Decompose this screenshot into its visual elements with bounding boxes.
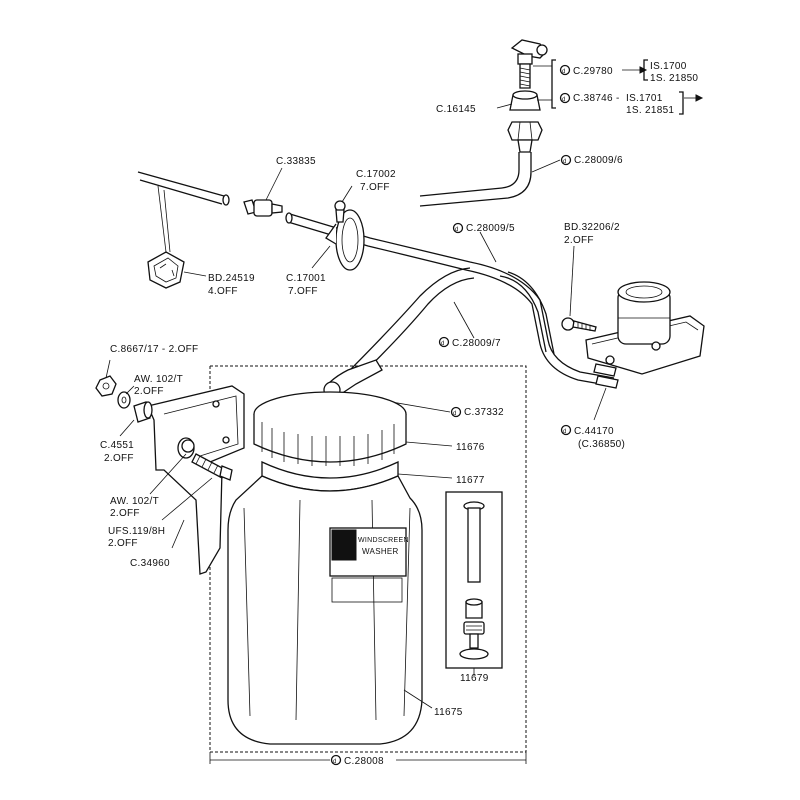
bolt-ufs119 (161, 453, 233, 521)
label-aw102-bottom-qty: 2.OFF (110, 508, 140, 519)
label-aw102-top: AW. 102/T (134, 374, 183, 385)
tube-c28009-5 (285, 212, 615, 387)
washer-aw102-upper (117, 385, 135, 409)
connector-c33835 (243, 167, 283, 217)
callout-c38746: d C.38746 - (559, 92, 620, 104)
label-c17001-qty: 7.OFF (288, 286, 318, 297)
nut-c8667 (95, 359, 117, 397)
svg-text:d: d (562, 97, 566, 103)
label-bd32206: BD.32206/2 (564, 222, 620, 233)
tube-left-end (137, 171, 230, 253)
screw-c17002 (334, 185, 353, 223)
clip-c17001 (311, 209, 365, 271)
callout-c28009-5: d C.28009/5 (452, 222, 515, 263)
label-c4551: C.4551 (100, 440, 134, 451)
label-c28009-7: C.28009/7 (452, 338, 501, 349)
tube-c28009-6 (419, 152, 532, 207)
label-is21851: 1S. 21851 (626, 105, 674, 116)
label-c28009-6: C.28009/6 (574, 155, 623, 166)
bottle-label-line2: WASHER (362, 547, 399, 556)
screw-bd32206 (561, 245, 597, 332)
callout-c28008: d C.28008 (209, 752, 527, 767)
label-bd32206-qty: 2.OFF (564, 235, 594, 246)
label-11679: 11679 (460, 673, 489, 684)
label-c38746: C.38746 - (573, 93, 620, 104)
label-is21850: 1S. 21850 (650, 73, 698, 84)
label-aw102-top-qty: 2.OFF (134, 386, 164, 397)
label-c17002-qty: 7.OFF (360, 182, 390, 193)
washer-pump-c44170 (585, 281, 705, 421)
callout-c28009-7: d C.28009/7 (438, 301, 501, 349)
svg-text:d: d (562, 69, 566, 75)
filter-11679 (445, 491, 503, 676)
bottle-11675: WINDSCREEN WASHER (227, 475, 433, 745)
label-c36850: (C.36850) (578, 439, 625, 450)
clip-bd24519 (147, 251, 207, 289)
svg-text:d: d (441, 341, 445, 347)
bracket-jet-group (551, 59, 556, 109)
label-11676: 11676 (456, 442, 485, 453)
svg-text:d: d (453, 411, 457, 417)
label-ufs119: UFS.119/8H (108, 526, 165, 537)
washer-aw102-lower (149, 439, 195, 495)
label-is1701: IS.1701 (626, 93, 663, 104)
label-c16145: C.16145 (436, 104, 476, 115)
callout-c29780: d C.29780 (559, 64, 613, 77)
label-11675: 11675 (434, 707, 463, 718)
label-c28008: C.28008 (344, 756, 384, 767)
label-c29780: C.29780 (573, 66, 613, 77)
label-bd24519-qty: 4.OFF (208, 286, 238, 297)
svg-text:d: d (563, 429, 567, 435)
spacer-c4551 (119, 401, 153, 437)
label-bd24519: BD.24519 (208, 273, 255, 284)
label-c17001: C.17001 (286, 273, 326, 284)
cap-11676 (253, 391, 453, 466)
bottle-label-line1: WINDSCREEN (358, 537, 409, 544)
callout-c44170: d C.44170 (C.36850) (560, 424, 625, 450)
label-is1700: IS.1700 (650, 61, 687, 72)
label-ufs119-qty: 2.OFF (108, 538, 138, 549)
label-c37332: C.37332 (464, 407, 504, 418)
label-c34960: C.34960 (130, 558, 170, 569)
bracket-is1701 (679, 91, 684, 115)
label-c8667: C.8667/17 - 2.OFF (110, 344, 198, 355)
callout-c37332: d C.37332 (450, 406, 504, 418)
label-aw102-bottom: AW. 102/T (110, 496, 159, 507)
label-c33835: C.33835 (276, 156, 316, 167)
svg-text:d: d (563, 159, 567, 165)
label-11677: 11677 (456, 475, 485, 486)
label-c44170: C.44170 (574, 426, 614, 437)
jet-connector-assembly (507, 39, 548, 153)
label-c17002: C.17002 (356, 169, 396, 180)
svg-text:d: d (455, 227, 459, 233)
svg-text:d: d (333, 759, 337, 765)
callout-c28009-6: d C.28009/6 (531, 154, 623, 173)
label-c4551-qty: 2.OFF (104, 453, 134, 464)
label-c28009-5: C.28009/5 (466, 223, 515, 234)
